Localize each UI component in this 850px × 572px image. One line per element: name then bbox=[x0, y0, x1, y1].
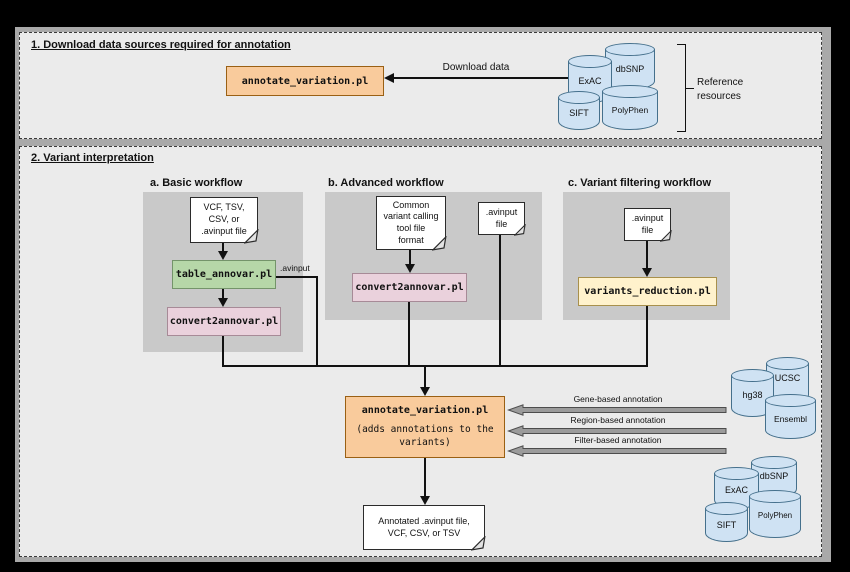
convert2annovar-box-basic: convert2annovar.pl bbox=[167, 307, 281, 336]
download-arrow-line bbox=[393, 77, 569, 79]
cylinder-top bbox=[605, 43, 655, 56]
connector-line bbox=[646, 241, 648, 268]
folded-corner-icon bbox=[470, 535, 486, 551]
workflow-a-header: a. Basic workflow bbox=[150, 177, 243, 189]
convert2annovar-box-advanced: convert2annovar.pl bbox=[352, 273, 467, 302]
arrowhead-icon bbox=[420, 387, 430, 396]
avinput-edge-label: .avinput bbox=[280, 263, 310, 273]
doc-text: VCF, TSV, CSV, or .avinput file bbox=[201, 202, 247, 236]
db-label: PolyPhen bbox=[611, 104, 649, 115]
db-label: dbSNP bbox=[615, 63, 645, 74]
cylinder-shape bbox=[749, 496, 801, 538]
connector-line bbox=[408, 302, 410, 366]
connector-line bbox=[424, 365, 426, 387]
arrowhead-icon bbox=[218, 251, 228, 260]
connector-line bbox=[646, 306, 648, 366]
arrowhead-icon bbox=[405, 264, 415, 273]
db-label: Ensembl bbox=[773, 413, 808, 424]
db-cylinder-ensembl: Ensembl bbox=[765, 394, 816, 439]
output-doc: Annotated .avinput file, VCF, CSV, or TS… bbox=[363, 505, 486, 551]
avinput-doc-filtering: .avinput file bbox=[624, 208, 672, 242]
db-label: ExAC bbox=[724, 485, 748, 496]
arrowhead-icon bbox=[218, 298, 228, 307]
db-label: ExAC bbox=[578, 76, 602, 87]
section2-title: 2. Variant interpretation bbox=[31, 152, 154, 164]
input-doc-advanced: Common variant calling tool file format bbox=[376, 196, 447, 251]
connector-line bbox=[499, 235, 501, 366]
db-label: PolyPhen bbox=[757, 511, 793, 521]
connector-line bbox=[409, 250, 411, 264]
avinput-edge-horizontal bbox=[276, 276, 318, 278]
cylinder-top bbox=[705, 502, 748, 515]
db-cylinder-polyphen: PolyPhen bbox=[602, 85, 658, 130]
db-cylinder-dbsnp: dbSNP bbox=[605, 43, 655, 90]
db-label: UCSC bbox=[774, 372, 801, 383]
section-download-data: 1. Download data sources required for an… bbox=[19, 32, 822, 139]
filter-annotation-arrow-icon bbox=[507, 445, 727, 457]
connector-line bbox=[222, 336, 224, 366]
db-label: SIFT bbox=[569, 108, 589, 119]
folded-corner-icon bbox=[513, 223, 526, 236]
cylinder-top bbox=[602, 85, 658, 98]
annotate-variation-box-top: annotate_variation.pl bbox=[226, 66, 384, 96]
cylinder-top bbox=[568, 55, 612, 68]
download-arrowhead-icon bbox=[384, 73, 394, 83]
cylinder-top bbox=[751, 456, 797, 469]
db-cylinder-sift: SIFT bbox=[558, 91, 600, 130]
reference-resources-label: Reference resources bbox=[697, 77, 744, 102]
region-annotation-label: Region-based annotation bbox=[570, 415, 666, 425]
section1-title: 1. Download data sources required for an… bbox=[31, 39, 291, 51]
bracket-tick bbox=[685, 88, 694, 89]
cylinder-top bbox=[714, 467, 759, 480]
connector-line bbox=[424, 458, 426, 496]
folded-corner-icon bbox=[659, 229, 672, 242]
central-tool-subtitle: (adds annotations to the variants) bbox=[356, 423, 494, 448]
workflow-c-header: c. Variant filtering workflow bbox=[568, 177, 712, 189]
cylinder-top bbox=[765, 394, 816, 407]
variants-reduction-box: variants_reduction.pl bbox=[578, 277, 717, 306]
doc-text: Annotated .avinput file, VCF, CSV, or TS… bbox=[378, 515, 470, 538]
connector-line bbox=[222, 243, 224, 252]
db-cylinder-polyphen-2: PolyPhen bbox=[749, 490, 801, 538]
db-label: dbSNP bbox=[759, 471, 789, 482]
doc-text: .avinput file bbox=[485, 206, 518, 229]
input-doc-basic: VCF, TSV, CSV, or .avinput file bbox=[190, 197, 259, 244]
gene-annotation-arrow-icon bbox=[507, 404, 727, 416]
doc-text: Common variant calling tool file format bbox=[383, 199, 439, 245]
connector-line bbox=[222, 289, 224, 298]
cylinder-top bbox=[558, 91, 600, 104]
cylinder-top bbox=[731, 369, 774, 382]
folded-corner-icon bbox=[431, 235, 447, 251]
workflow-b-header: b. Advanced workflow bbox=[328, 177, 444, 189]
download-data-label: Download data bbox=[442, 62, 510, 73]
db-label: SIFT bbox=[716, 519, 737, 530]
reference-bracket bbox=[677, 44, 694, 132]
annotate-variation-box-central: annotate_variation.pl (adds annotations … bbox=[345, 396, 505, 458]
avinput-edge-vertical bbox=[316, 276, 318, 366]
folded-corner-icon bbox=[243, 228, 259, 244]
db-cylinder-sift-2: SIFT bbox=[705, 502, 748, 542]
table-annovar-box: table_annovar.pl bbox=[172, 260, 276, 289]
cylinder-top bbox=[766, 357, 809, 370]
db-label: hg38 bbox=[742, 390, 763, 401]
cylinder-top bbox=[749, 490, 801, 503]
gene-annotation-label: Gene-based annotation bbox=[573, 394, 663, 404]
avinput-doc-advanced: .avinput file bbox=[478, 202, 526, 236]
region-annotation-arrow-icon bbox=[507, 425, 727, 437]
doc-text: .avinput file bbox=[631, 212, 664, 235]
merge-line bbox=[222, 365, 648, 367]
filter-annotation-label: Filter-based annotation bbox=[574, 435, 662, 445]
arrowhead-icon bbox=[642, 268, 652, 277]
central-tool-name: annotate_variation.pl bbox=[361, 404, 489, 416]
arrowhead-icon bbox=[420, 496, 430, 505]
